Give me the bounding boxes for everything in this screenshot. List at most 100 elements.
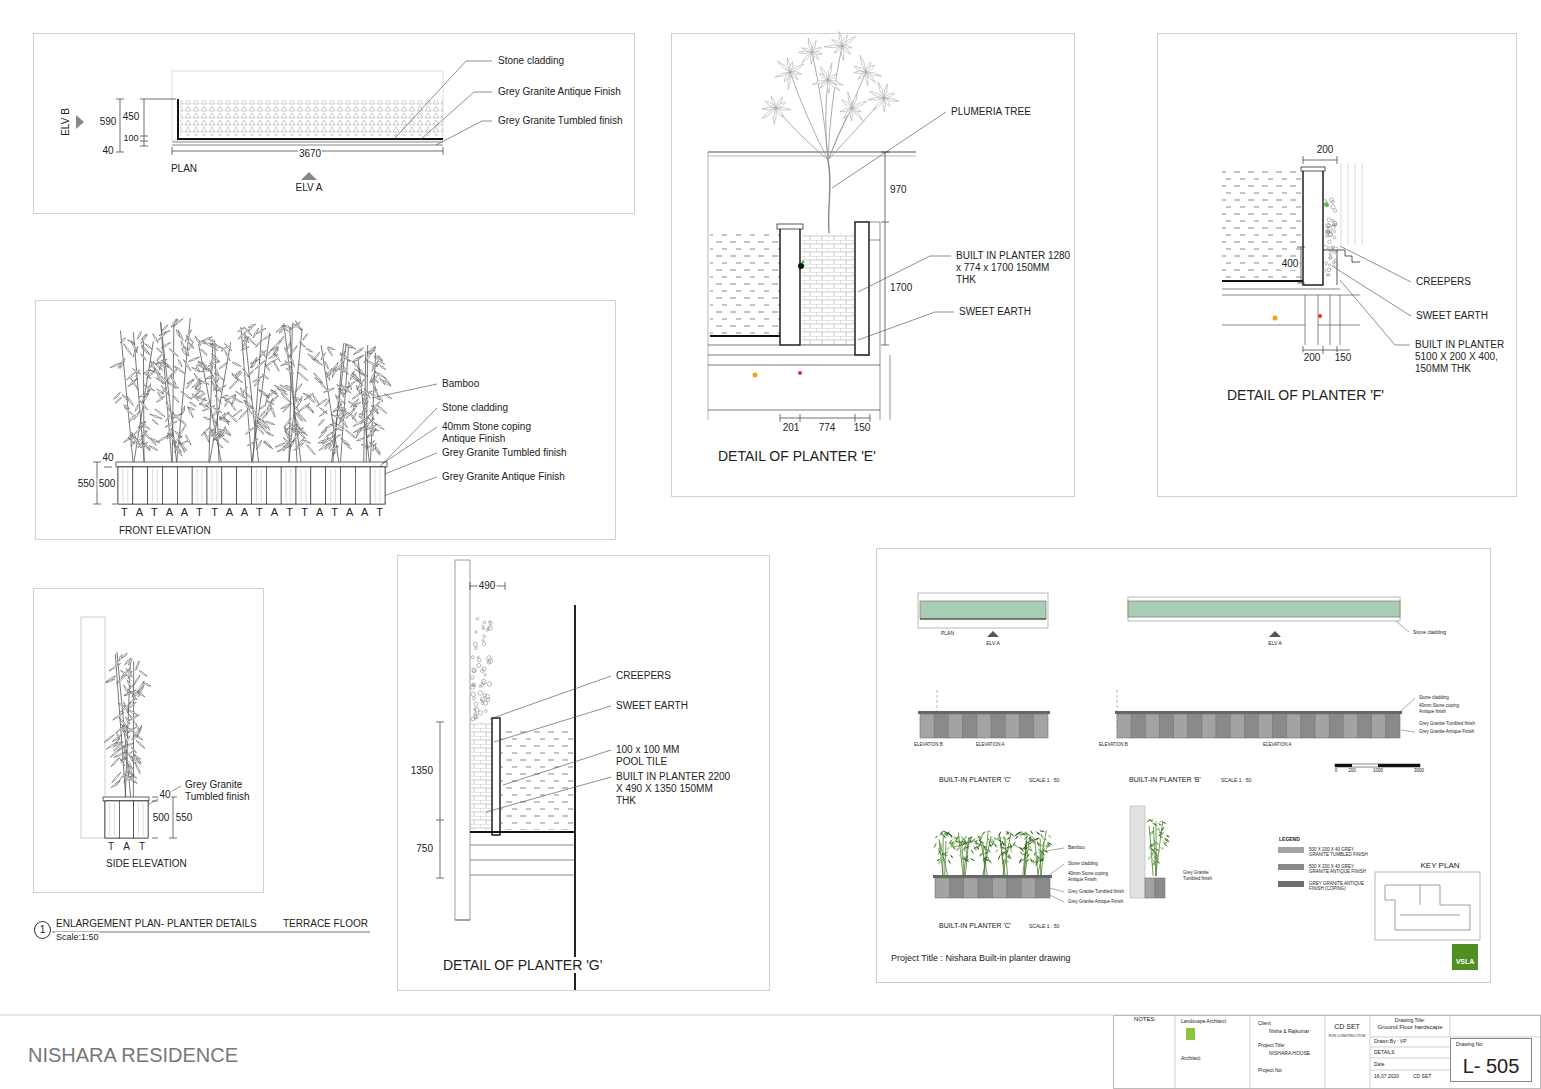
sheet-label: NISHARA RESIDENCE: [27, 1043, 239, 1067]
logo-box: VSLA: [1452, 944, 1478, 970]
annotation-label: Grey Granite Tumbled finish: [184, 779, 261, 803]
legend-label: 500 X 200 X 40 GREY GRANITE ANTIQUE FINI…: [1308, 864, 1372, 875]
dimension-value: 0: [1334, 768, 1339, 773]
cladding-tiles: [935, 878, 1050, 898]
detail-panel: PLUMERIA TREE970BUILT IN PLANTER 1280 x …: [671, 33, 1075, 497]
elevation-panel: Grey Granite Tumbled finish40500550T A T…: [33, 588, 264, 893]
legend-swatch: [1278, 881, 1304, 887]
annotation-label: SCALE 1 : 50: [1028, 777, 1060, 783]
annotation-label: ELV A: [985, 640, 1001, 646]
annotation-label: DETAILS: [1373, 1049, 1395, 1055]
annotation-label: Grey Granite Tumbled finish: [441, 447, 568, 459]
annotation-label: Grey Granite Antique Finish: [1067, 899, 1124, 904]
cladding-tiles: [920, 714, 1048, 738]
dimension-value: 100: [122, 133, 139, 144]
annotation-label: SIDE ELEVATION: [105, 858, 188, 870]
annotation-label: Project No:: [1257, 1067, 1284, 1073]
annotation-label: Nisha & Rajkumar: [1268, 1028, 1310, 1034]
annotation-label: 40mm Stone coping Antique Finish: [441, 421, 563, 445]
annotation-label: DETAIL OF PLANTER 'G': [442, 957, 603, 974]
dimension-value: 150: [853, 422, 872, 434]
detail-panel: 490CREEPERSSWEET EARTH100 x 100 MM POOL …: [397, 555, 770, 991]
annotation-label: SWEET EARTH: [615, 700, 689, 712]
dimension-value: 40: [158, 789, 171, 801]
annotation-label: Stone cladding: [1412, 629, 1447, 635]
legend-item: GREY GRANITE ANTIQUE FINISH (COPING): [1278, 881, 1373, 893]
annotation-label: CREEPERS: [1415, 276, 1472, 288]
annotation-label: 40mm Stone coping Antique finish: [1418, 703, 1468, 714]
annotation-label: FOR CONSTRUCTION: [1328, 1034, 1367, 1038]
dimension-value: 500: [98, 478, 117, 490]
annotation-label: SWEET EARTH: [958, 306, 1032, 318]
annotation-label: 100 x 100 MM POOL TILE: [615, 744, 697, 768]
plan-panel: Stone claddingGrey Granite Antique Finis…: [33, 33, 635, 214]
annotation-label: CD SET: [1412, 1073, 1432, 1079]
annotation-label: PLAN: [940, 630, 955, 636]
annotation-label: DETAIL OF PLANTER 'F': [1226, 387, 1385, 404]
bamboo-clump: [186, 337, 243, 462]
bamboo-clump: [933, 831, 959, 875]
dimension-value: 590: [99, 116, 118, 128]
annotation-label: T A T A A T T A A T A T T A T A A T: [120, 506, 384, 519]
dimension-value: 1350: [410, 765, 434, 777]
annotation-label: Grey Granite Antique Finish: [1418, 729, 1475, 734]
annotation-label: Date: [1373, 1061, 1386, 1067]
bamboo-clump: [954, 832, 979, 875]
annotation-label: Project Title : Nishara Built-in planter…: [890, 953, 1072, 964]
annotation-label: 16.07.2020: [1373, 1073, 1400, 1079]
creeper-texture: [470, 617, 492, 720]
dimension-value: 3670: [298, 148, 322, 160]
dimension-value: 400: [1281, 258, 1300, 270]
annotation-label: VSLA: [1455, 958, 1476, 966]
dimension-value: 200: [1347, 768, 1357, 773]
annotation-label: Drawn By : VP: [1373, 1038, 1408, 1044]
bamboo-clump: [1146, 818, 1170, 876]
annotation-label: Stone cladding: [441, 402, 509, 414]
annotation-label: Project Title:: [1257, 1042, 1287, 1048]
dimension-value: 150: [1334, 352, 1353, 364]
bamboo-clump: [104, 652, 151, 797]
bamboo-clump: [269, 321, 323, 462]
legend-label: GREY GRANITE ANTIQUE FINISH (COPING): [1308, 881, 1372, 892]
annotation-label: Grey Granite Tumbled finish: [1182, 870, 1220, 881]
drawing-number-circle: 1: [34, 921, 51, 939]
dimension-value: 550: [77, 478, 96, 490]
legend-swatch: [1278, 864, 1304, 870]
dimension-value: 750: [415, 843, 434, 855]
creeper-texture: [1323, 198, 1339, 276]
annotation-label: Bamboo: [441, 378, 480, 390]
bamboo-clump: [1012, 830, 1036, 875]
annotation-label: BUILT-IN PLANTER 'B': [1128, 776, 1202, 784]
annotation-label: BUILT IN PLANTER 2200 X 490 X 1350 150MM…: [615, 771, 732, 807]
annotation-label: Grey Granite Antique Finish: [441, 471, 566, 483]
cladding-tiles: [1145, 878, 1165, 898]
annotation-label: Drawing Title:: [1394, 1017, 1426, 1023]
bamboo-clump: [147, 318, 207, 462]
annotation-label: Landscape Architect: [1180, 1018, 1227, 1024]
dimension-value: 201: [782, 422, 801, 434]
annotation-label: ELV A: [1267, 640, 1283, 646]
bamboo-clump: [346, 345, 392, 462]
plumeria-tree: [762, 32, 899, 233]
annotation-label: ELEVATION B: [913, 742, 944, 747]
annotation-label: BUILT IN PLANTER 1280 x 774 x 1700 150MM…: [955, 250, 1072, 286]
annotation-label: DETAIL OF PLANTER 'E': [717, 448, 877, 465]
title-block: NOTES:Landscape ArchitectArchitectClient…: [1113, 1015, 1541, 1089]
annotation-label: Grey Granite Tumbled finish: [497, 115, 624, 127]
legend-label: 500 X 200 X 40 GREY GRANITE TUMBLED FINI…: [1308, 847, 1372, 858]
annotation-label: PLUMERIA TREE: [950, 106, 1032, 118]
bamboo-clump: [995, 831, 1018, 875]
sheet-inset-panel: PLANELV AELV AStone claddingELEVATION BE…: [876, 548, 1491, 983]
annotation-label: LEGEND: [1278, 836, 1301, 842]
annotation-label: T A T: [107, 841, 146, 853]
annotation-label: Client: [1257, 1020, 1272, 1026]
dimension-value: 3000: [1413, 768, 1425, 773]
dimension-value: 550: [175, 812, 194, 824]
dimension-value: 774: [818, 422, 837, 434]
annotation-label: Stone cladding: [1418, 695, 1450, 700]
annotation-label: Stone cladding: [1067, 861, 1099, 866]
legend-swatch: [1278, 847, 1304, 853]
annotation-label: ELEVATION A: [1262, 742, 1293, 747]
annotation-label: CD SET: [1333, 1023, 1361, 1031]
